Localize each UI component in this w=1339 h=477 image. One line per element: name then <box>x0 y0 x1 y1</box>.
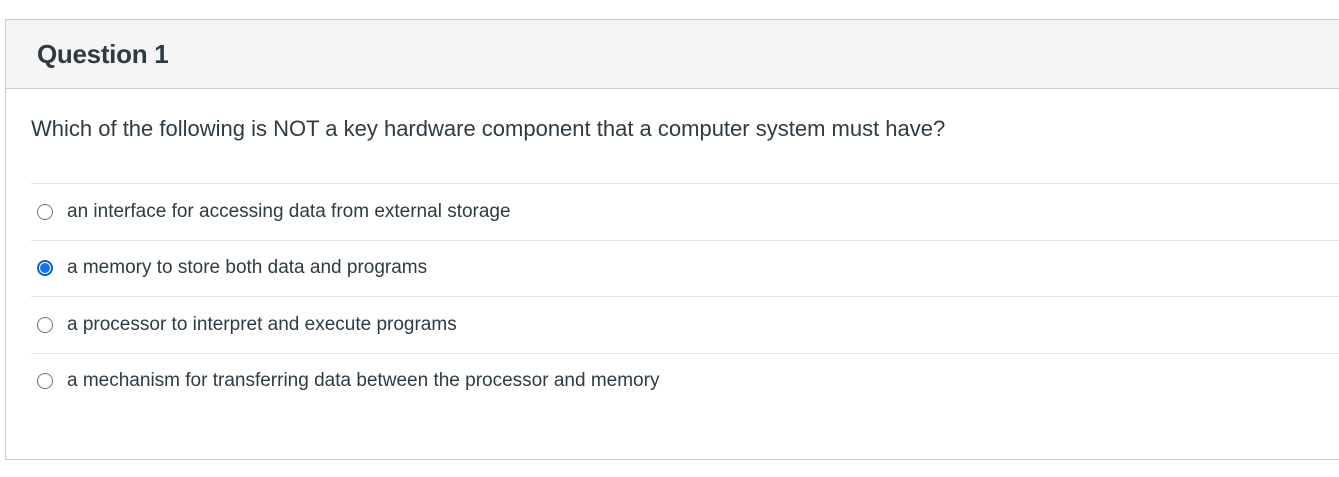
question-header: Question 1 <box>6 20 1339 89</box>
question-text: Which of the following is NOT a key hard… <box>31 116 946 141</box>
answer-option-2[interactable]: a memory to store both data and programs <box>31 239 1339 297</box>
answer-label: a processor to interpret and execute pro… <box>67 313 457 335</box>
answer-label: a mechanism for transferring data betwee… <box>67 370 660 392</box>
answer-option-1[interactable]: an interface for accessing data from ext… <box>31 183 1339 240</box>
radio-button[interactable] <box>37 203 53 220</box>
radio-button[interactable] <box>37 316 53 333</box>
radio-button[interactable] <box>37 373 53 390</box>
question-title: Question 1 <box>37 38 169 69</box>
answer-label: an interface for accessing data from ext… <box>67 200 511 222</box>
answer-option-4[interactable]: a mechanism for transferring data betwee… <box>31 352 1339 410</box>
radio-button[interactable] <box>37 260 53 277</box>
answer-option-3[interactable]: a processor to interpret and execute pro… <box>31 296 1339 353</box>
answer-list: an interface for accessing data from ext… <box>31 183 1339 409</box>
answer-label: a memory to store both data and programs <box>67 257 428 279</box>
